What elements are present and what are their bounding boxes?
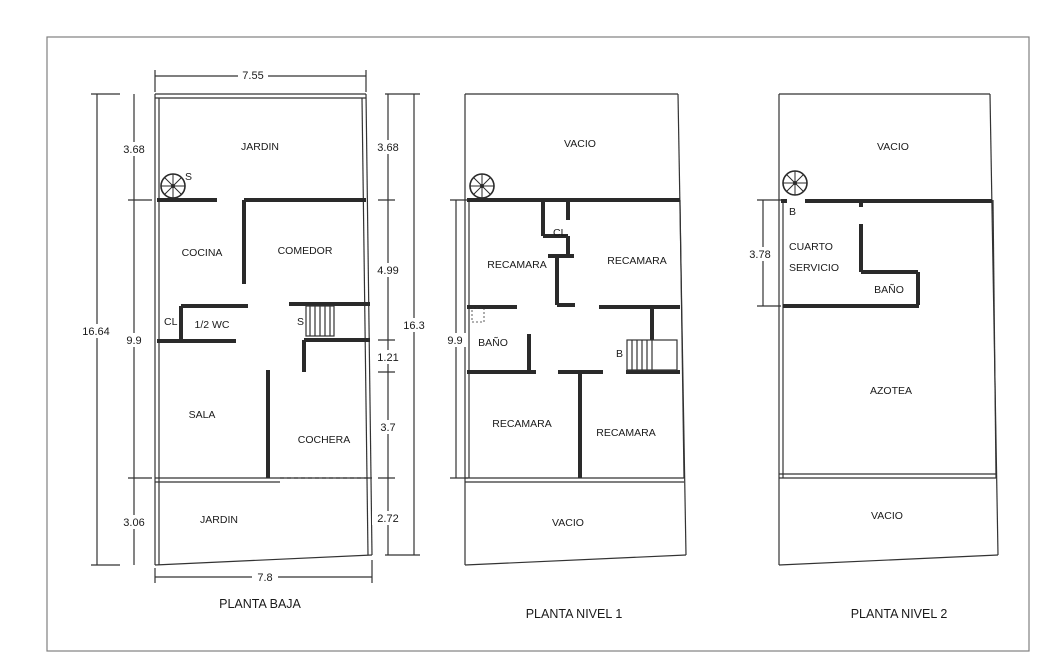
dim-left: 9.9 bbox=[447, 335, 462, 347]
room-cuarto-line1: CUARTO bbox=[789, 241, 833, 253]
room-vacio-bottom: VACIO bbox=[871, 510, 903, 522]
plan-planta-baja: JARDIN S COCINA COMEDOR CL 1/2 WC S SALA… bbox=[78, 68, 430, 611]
spiral-stair-icon bbox=[782, 170, 808, 196]
room-cocina: COCINA bbox=[182, 247, 223, 259]
room-sala: SALA bbox=[189, 409, 216, 421]
spiral-stair-icon bbox=[160, 173, 186, 199]
baja-walls bbox=[154, 93, 373, 566]
title-planta-nivel-1: PLANTA NIVEL 1 bbox=[526, 607, 623, 621]
baja-interior-walls bbox=[157, 198, 370, 478]
dim-left-total: 16.64 bbox=[82, 326, 110, 338]
nivel1-interior-walls bbox=[467, 198, 680, 478]
stair-mark: S bbox=[297, 316, 304, 328]
dim-bottom-width: 7.8 bbox=[257, 572, 272, 584]
dim-left-top: 3.68 bbox=[123, 144, 144, 156]
dim-right-total: 16.3 bbox=[403, 320, 424, 332]
room-recamara-tr: RECAMARA bbox=[607, 255, 667, 267]
room-medio-wc: 1/2 WC bbox=[194, 319, 229, 331]
room-jardin-top: JARDIN bbox=[241, 141, 279, 153]
title-planta-baja: PLANTA BAJA bbox=[219, 597, 301, 611]
dim-top-width: 7.55 bbox=[242, 70, 263, 82]
room-vacio-top: VACIO bbox=[564, 138, 596, 150]
baja-stair bbox=[305, 305, 335, 337]
room-cl: CL bbox=[164, 316, 178, 328]
plan-planta-nivel-2: 3.78 VACIO B CUARTO SERVICIO BAÑO AZOTEA… bbox=[744, 93, 999, 621]
room-bano: BAÑO bbox=[874, 283, 904, 296]
title-planta-nivel-2: PLANTA NIVEL 2 bbox=[851, 607, 948, 621]
room-recamara-tl: RECAMARA bbox=[487, 259, 547, 271]
dim-right-top: 3.68 bbox=[377, 142, 398, 154]
dim-right-1: 4.99 bbox=[377, 265, 398, 277]
spiral-stair-mark: B bbox=[789, 206, 796, 218]
dim-right-3: 3.7 bbox=[380, 422, 395, 434]
stair-mark: B bbox=[616, 348, 623, 360]
dim-left-mid: 9.9 bbox=[126, 335, 141, 347]
sheet-frame bbox=[46, 36, 1030, 652]
room-azotea: AZOTEA bbox=[870, 385, 912, 397]
dim-right-2: 1.21 bbox=[377, 352, 398, 364]
room-vacio-bottom: VACIO bbox=[552, 517, 584, 529]
dim-right-bottom: 2.72 bbox=[377, 513, 398, 525]
nivel1-stair bbox=[626, 339, 678, 371]
room-bano: BAÑO bbox=[478, 336, 508, 349]
dim-left-bottom: 3.06 bbox=[123, 517, 144, 529]
plan-planta-nivel-1: 9.9 VACIO CL RECAMARA RECAMARA BAÑO B RE… bbox=[444, 93, 687, 621]
room-cuarto-line2: SERVICIO bbox=[789, 262, 839, 274]
room-vacio-top: VACIO bbox=[877, 141, 909, 153]
room-jardin-bottom: JARDIN bbox=[200, 514, 238, 526]
nivel2-interior-walls bbox=[781, 199, 992, 308]
nivel1-walls bbox=[464, 93, 687, 566]
dim-left: 3.78 bbox=[749, 249, 770, 261]
room-recamara-br: RECAMARA bbox=[596, 427, 656, 439]
room-cl: CL bbox=[553, 227, 567, 239]
room-recamara-bl: RECAMARA bbox=[492, 418, 552, 430]
spiral-stair-mark: S bbox=[185, 171, 192, 183]
spiral-stair-icon bbox=[469, 173, 495, 199]
room-cochera: COCHERA bbox=[298, 434, 351, 446]
nivel2-walls bbox=[778, 93, 999, 566]
room-comedor: COMEDOR bbox=[278, 245, 333, 257]
